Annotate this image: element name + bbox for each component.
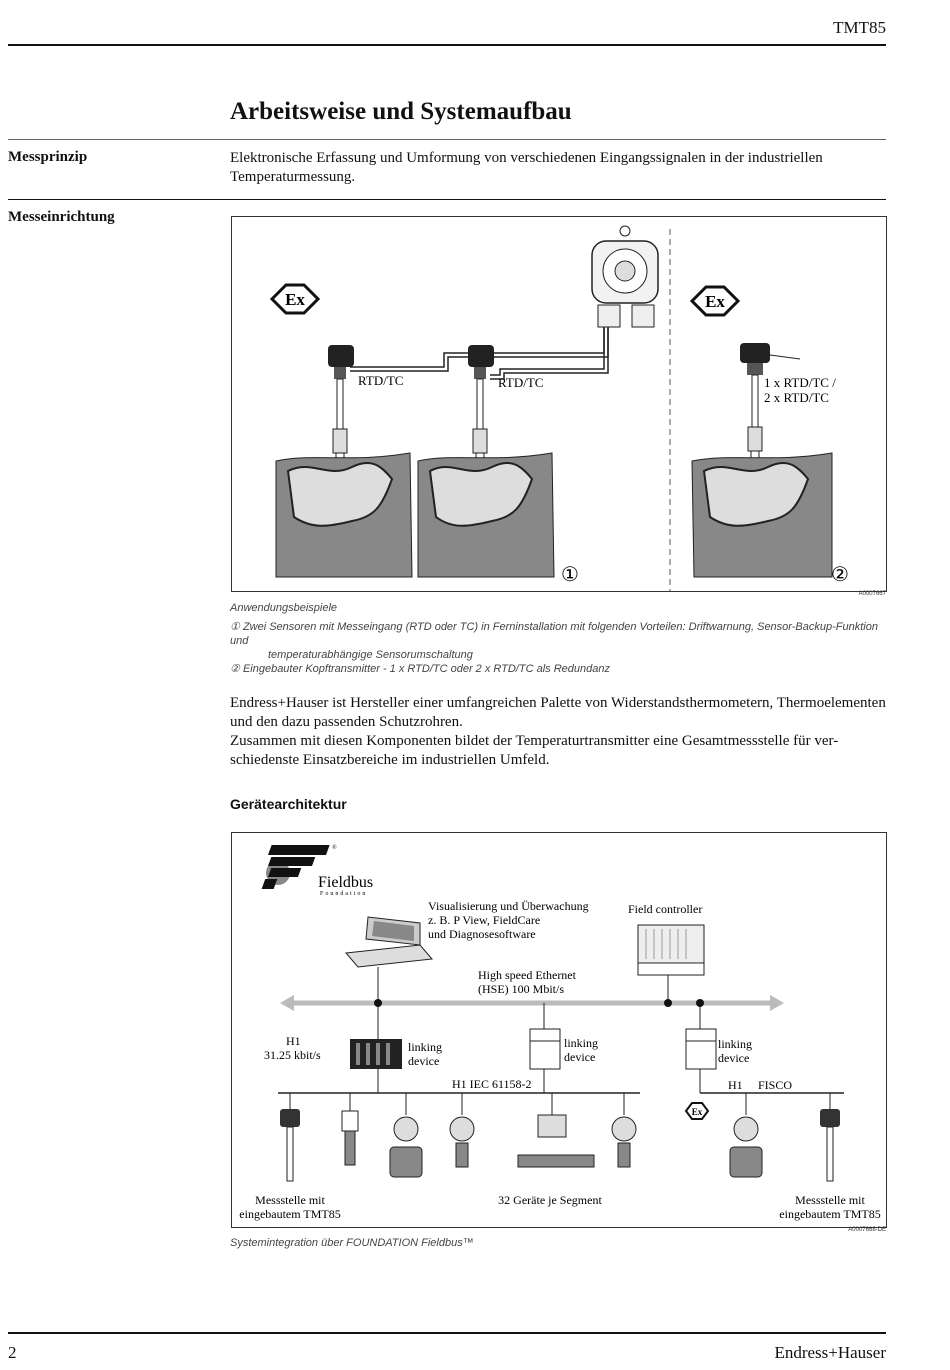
linking-label-2b: device	[564, 1050, 595, 1064]
option-label-line1: 1 x RTD/TC /	[764, 375, 836, 390]
text-line: Elektronische Erfassung und Umformung vo…	[230, 150, 823, 166]
figure-code: A0007667	[858, 591, 886, 597]
svg-text:Ex: Ex	[705, 292, 725, 311]
fieldbus-logo-icon: Fieldbus Foundation ®	[261, 844, 373, 897]
text-line: Temperaturmessung.	[230, 169, 356, 185]
caption-marker: ①	[230, 621, 240, 633]
ex-symbol-icon: Ex	[684, 1102, 710, 1120]
linking-label-2a: linking	[564, 1036, 598, 1050]
caption-text: Eingebauter Kopftransmitter - 1 x RTD/TC…	[242, 663, 610, 675]
svg-text:®: ®	[332, 844, 337, 851]
text-line: Endress+Hauser ist Hersteller einer umfa…	[230, 695, 886, 711]
pipe-3-icon	[691, 452, 833, 578]
svg-text:Foundation: Foundation	[320, 891, 367, 897]
temperature-sensor-right-icon	[820, 1093, 840, 1182]
rtd-tc-label-1: RTD/TC	[358, 373, 403, 388]
vis-label-line1: Visualisierung und Überwachung	[428, 899, 589, 913]
coriolis-meter-icon	[517, 1093, 595, 1168]
transmitter-housing-icon	[591, 225, 659, 328]
field-controller-icon	[637, 924, 705, 976]
architecture-diagram: Fieldbus Foundation ®	[239, 844, 880, 1221]
vis-label-line2: z. B. P View, FieldCare	[428, 913, 540, 927]
right-label-line1: Messstelle mit	[795, 1193, 865, 1207]
divider	[8, 199, 886, 200]
text-line: und den dazu passenden Schutzrohren.	[230, 714, 463, 730]
h1-speed-label: 31.25 kbit/s	[264, 1048, 321, 1062]
text-line: Zusammen mit diesen Komponenten bildet d…	[230, 733, 839, 749]
caption-marker: ②	[230, 663, 240, 675]
text-line: schiedenste Einsatzbereiche im industrie…	[230, 752, 550, 768]
application-figure: Ex Ex	[231, 216, 887, 592]
level-switch-icon	[341, 1093, 359, 1166]
architecture-heading: Gerätearchitektur	[230, 796, 347, 812]
h1-fisco-h1-label: H1	[728, 1078, 743, 1092]
pressure-transmitter-1-icon	[449, 1093, 475, 1168]
marker-1: ①	[561, 564, 579, 586]
section-title: Arbeitsweise und Systemaufbau	[230, 98, 572, 125]
footer-brand: Endress+Hauser	[774, 1343, 886, 1362]
flowmeter-1-icon	[389, 1093, 423, 1178]
svg-text:Fieldbus: Fieldbus	[318, 874, 373, 891]
messeinrichtung-label: Messeinrichtung	[8, 209, 115, 225]
pipe-1-icon	[275, 452, 413, 578]
left-label-line1: Messstelle mit	[255, 1193, 325, 1207]
temperature-sensor-left-icon	[280, 1093, 300, 1182]
messprinzip-label: Messprinzip	[8, 149, 88, 165]
field-controller-label: Field controller	[628, 902, 702, 916]
caption-item-2: ② Eingebauter Kopftransmitter - 1 x RTD/…	[230, 662, 890, 676]
linking-device-3-icon	[685, 1028, 717, 1070]
pressure-transmitter-2-icon	[611, 1093, 637, 1168]
page-number: 2	[8, 1343, 17, 1362]
svg-text:Ex: Ex	[285, 290, 305, 309]
footer-rule	[8, 1332, 886, 1334]
svg-text:Ex: Ex	[692, 1107, 703, 1117]
h1-iec-label: H1 IEC 61158-2	[452, 1077, 532, 1091]
right-label-line2: eingebautem TMT85	[779, 1207, 880, 1221]
rtd-tc-label-2: RTD/TC	[498, 375, 543, 390]
caption-text: temperaturabhängige Sensorumschaltung	[268, 649, 473, 661]
linking-label-1b: device	[408, 1054, 439, 1068]
linking-label-1a: linking	[408, 1040, 442, 1054]
application-diagram: Ex Ex	[269, 225, 849, 591]
figure-caption: Anwendungsbeispiele ① Zwei Sensoren mit …	[230, 601, 890, 676]
flowmeter-2-icon	[729, 1093, 763, 1178]
caption-title: Anwendungsbeispiele	[230, 602, 338, 614]
ex-symbol-right-icon: Ex	[689, 285, 741, 317]
vis-label-line3: und Diagnosesoftware	[428, 927, 536, 941]
figure-code-2: A0007668-DE	[848, 1227, 886, 1233]
intro-paragraph: Endress+Hauser ist Hersteller einer umfa…	[230, 694, 890, 770]
hse-label-line1: High speed Ethernet	[478, 968, 577, 982]
caption-item-1: ① Zwei Sensoren mit Messeingang (RTD ode…	[230, 620, 890, 648]
header-rule	[8, 44, 886, 46]
segment-label: 32 Geräte je Segment	[498, 1193, 602, 1207]
ex-symbol-left-icon: Ex	[269, 283, 321, 315]
messprinzip-text: Elektronische Erfassung und Umformung vo…	[230, 149, 890, 187]
option-label-line2: 2 x RTD/TC	[764, 390, 829, 405]
header-model: TMT85	[833, 18, 886, 37]
linking-device-2-icon	[529, 1028, 561, 1070]
marker-2: ②	[831, 564, 849, 586]
pipe-2-icon	[417, 452, 555, 578]
left-label-line2: eingebautem TMT85	[239, 1207, 340, 1221]
h1-label: H1	[286, 1034, 301, 1048]
h1-fisco-label: FISCO	[758, 1078, 792, 1092]
linking-label-3a: linking	[718, 1037, 752, 1051]
architecture-caption: Systemintegration über FOUNDATION Fieldb…	[230, 1237, 474, 1249]
linking-device-1-icon	[350, 1039, 402, 1069]
caption-text: Zwei Sensoren mit Messeingang (RTD oder …	[230, 621, 878, 647]
linking-label-3b: device	[718, 1051, 749, 1065]
laptop-icon	[345, 916, 433, 968]
architecture-figure: Fieldbus Foundation ®	[231, 832, 887, 1228]
hse-label-line2: (HSE) 100 Mbit/s	[478, 982, 564, 996]
divider	[8, 139, 886, 140]
